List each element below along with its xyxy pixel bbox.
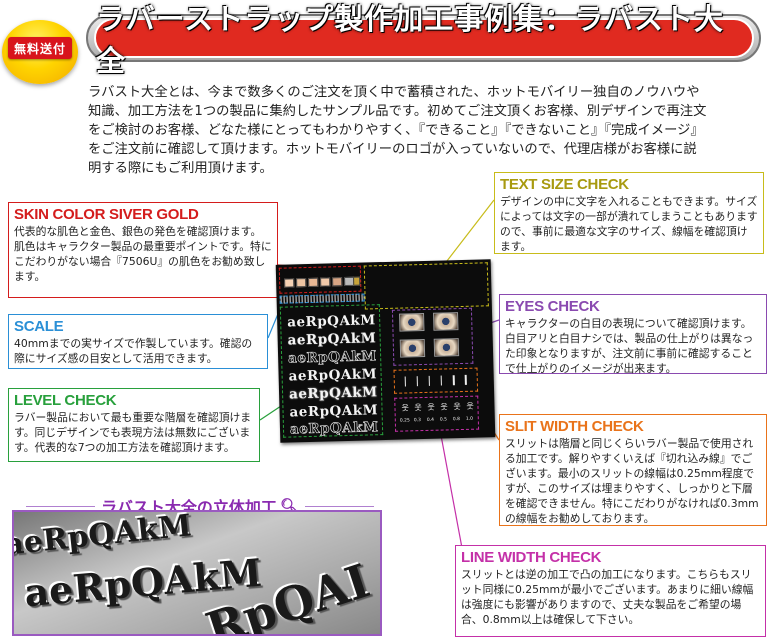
eyes-check-callout: EYES CHECK キャラクターの白目の表現について確認頂けます。白目アリと白… (499, 294, 767, 375)
level-word-6: aeRpQAkM (289, 402, 379, 421)
sheet-skin-area (278, 265, 362, 294)
linew-connector (439, 429, 463, 549)
level-title: LEVEL CHECK (14, 392, 117, 409)
intro-text: ラバスト大全とは、今まで数多くのご注文を頂く中で蓄積された、ホットモバイリー独自… (88, 85, 707, 176)
skin-text: 代表的な肌色と金色、銀色の発色を確認頂けます。肌色はキャラクター製品の最重要ポイ… (14, 225, 272, 283)
badge-label: 無料送付 (8, 37, 72, 59)
textsize-text: デザインの中に文字を入れることもできます。サイズによっては文字の一部が潰れてしま… (500, 195, 758, 253)
slit-title: SLIT WIDTH CHECK (505, 418, 644, 435)
line-width-callout: LINE WIDTH CHECK スリットとは逆の加工で凸の加工になります。こち… (455, 545, 766, 637)
emboss-word-1: aeRpQAkM (12, 510, 194, 563)
eyes-text: キャラクターの白目の表現について確認頂けます。白目アリと白目ナシでは、製品の仕上… (505, 317, 754, 375)
eyes-title: EYES CHECK (505, 298, 600, 315)
eye-sample-1 (399, 312, 425, 332)
sheet-scale-ruler (279, 293, 365, 304)
level-check-callout: LEVEL CHECK ラバー製品において最も重要な階層を確認頂けます。同じデザ… (8, 388, 260, 462)
sheet-slit-area (393, 367, 479, 394)
linew-text: スリットとは逆の加工で凸の加工になります。こちらもスリット同様に0.25mmが最… (461, 568, 754, 626)
sheet-linewidth-area: 웃 웃 웃 웃 웃 웃 0.25 0.3 0.4 0.5 0.8 1.0 (394, 395, 480, 432)
eye-sample-3 (399, 338, 426, 358)
level-word-7: aeRpQAkM (289, 419, 380, 438)
slit-text: スリットは階層と同じくらいラバー製品で使用される加工です。解りやすくいえば『切れ… (505, 437, 759, 525)
level-word-5: aeRpQAkM (288, 384, 378, 403)
text-size-callout: TEXT SIZE CHECK デザインの中に文字を入れることもできます。サイズ… (494, 172, 764, 254)
page-title: ラバーストラップ製作加工事例集：ラバスト大全 (94, 2, 754, 78)
skin-title: SKIN COLOR SIVER GOLD (14, 206, 199, 223)
eye-sample-4 (433, 338, 460, 357)
eye-sample-2 (433, 312, 459, 331)
sheet-textsize-area (363, 262, 489, 310)
skin-color-callout: SKIN COLOR SIVER GOLD 代表的な肌色と金色、銀色の発色を確認… (8, 202, 278, 298)
level-word-4: aeRpQAkM (288, 366, 378, 385)
linew-title: LINE WIDTH CHECK (461, 549, 602, 566)
sample-sheet-image: aeRpQAkM aeRpQAkM aeRpQAkM aeRpQAkM aeRp… (275, 259, 496, 443)
scale-callout: SCALE 40mmまでの実サイズで作製しています。確認の際にサイズ感の目安とし… (8, 314, 268, 369)
3d-closeup-photo: aeRpQAkM aeRpQAkM RpQAI (12, 510, 382, 636)
textsize-connector (439, 199, 495, 271)
level-word-1: aeRpQAkM (287, 312, 376, 331)
level-word-3: aeRpQAkM (287, 348, 378, 367)
level-text: ラバー製品において最も重要な階層を確認頂けます。同じデザインでも表現方法は無数に… (14, 411, 252, 454)
slit-width-callout: SLIT WIDTH CHECK スリットは階層と同じくらいラバー製品で使用され… (499, 414, 767, 526)
scale-text: 40mmまでの実サイズで作製しています。確認の際にサイズ感の目安として活用できま… (14, 337, 253, 365)
level-word-2: aeRpQAkM (287, 330, 377, 349)
textsize-title: TEXT SIZE CHECK (500, 176, 629, 193)
scale-title: SCALE (14, 318, 64, 335)
